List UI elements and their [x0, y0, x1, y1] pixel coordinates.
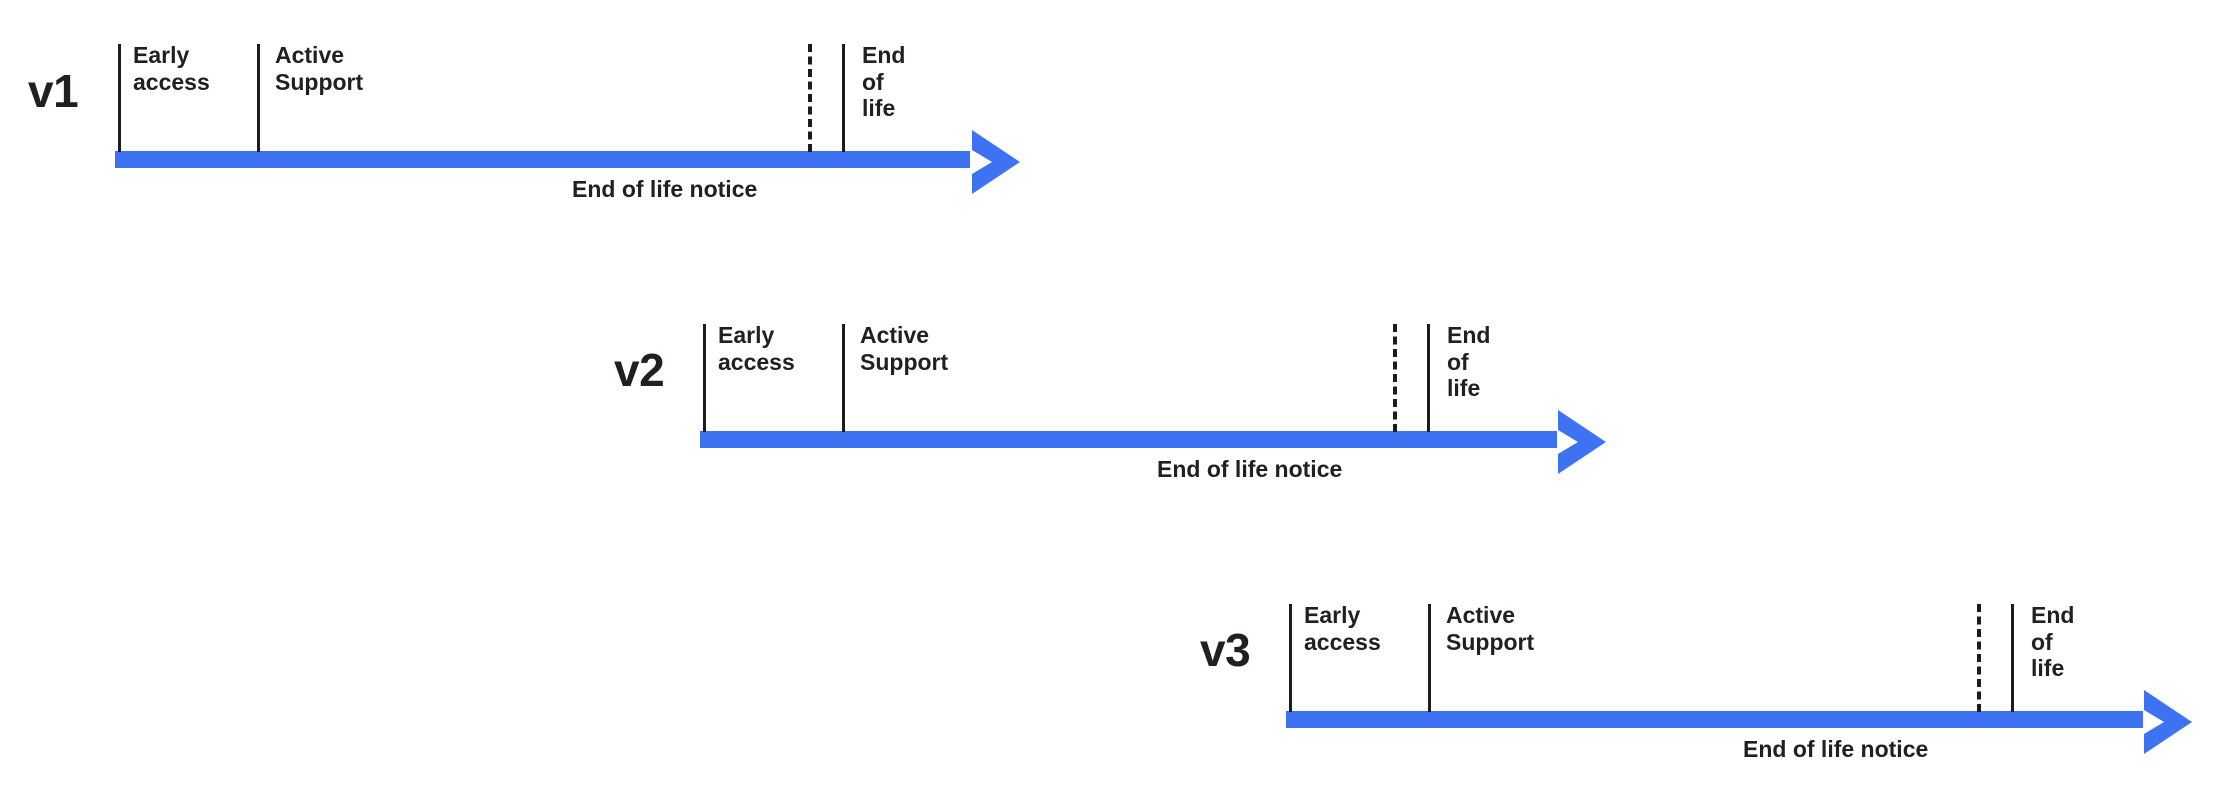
phase-divider-v1-0: [118, 44, 121, 152]
phase-divider-v3-2: [1977, 604, 1981, 712]
phase-divider-v3-3: [2011, 604, 2014, 712]
phase-divider-v3-0: [1289, 604, 1292, 712]
arrow-right-icon-v1: [962, 126, 1034, 198]
phase-divider-v3-1: [1428, 604, 1431, 712]
arrow-right-icon-v2: [1548, 406, 1620, 478]
phase-label-v1-0: Early access: [133, 42, 210, 95]
end-of-life-notice-label-v3: End of life notice: [1743, 736, 1929, 762]
timeline-track-v2: [700, 431, 1557, 448]
arrow-right-icon-v3: [2134, 686, 2206, 758]
timeline-track-v3: [1286, 711, 2143, 728]
phase-label-v1-2: End of life: [862, 42, 906, 122]
phase-label-v2-2: End of life: [1447, 322, 1491, 402]
phase-label-v1-1: Active Support: [275, 42, 364, 95]
phase-label-v3-2: End of life: [2031, 602, 2075, 682]
phase-divider-v2-2: [1393, 324, 1397, 432]
version-label-v1: v1: [28, 65, 79, 117]
phase-label-v3-1: Active Support: [1446, 602, 1535, 655]
phase-divider-v2-0: [703, 324, 706, 432]
phase-divider-v1-2: [808, 44, 812, 152]
phase-divider-v1-3: [842, 44, 845, 152]
phase-divider-v1-1: [257, 44, 260, 152]
timeline-track-v1: [115, 151, 970, 168]
version-label-v3: v3: [1200, 624, 1251, 676]
phase-label-v2-0: Early access: [718, 322, 795, 375]
phase-label-v3-0: Early access: [1304, 602, 1381, 655]
phase-divider-v2-1: [842, 324, 845, 432]
phase-label-v2-1: Active Support: [860, 322, 949, 375]
end-of-life-notice-label-v2: End of life notice: [1157, 456, 1343, 482]
version-label-v2: v2: [614, 344, 665, 396]
end-of-life-notice-label-v1: End of life notice: [572, 176, 758, 202]
phase-divider-v2-3: [1427, 324, 1430, 432]
